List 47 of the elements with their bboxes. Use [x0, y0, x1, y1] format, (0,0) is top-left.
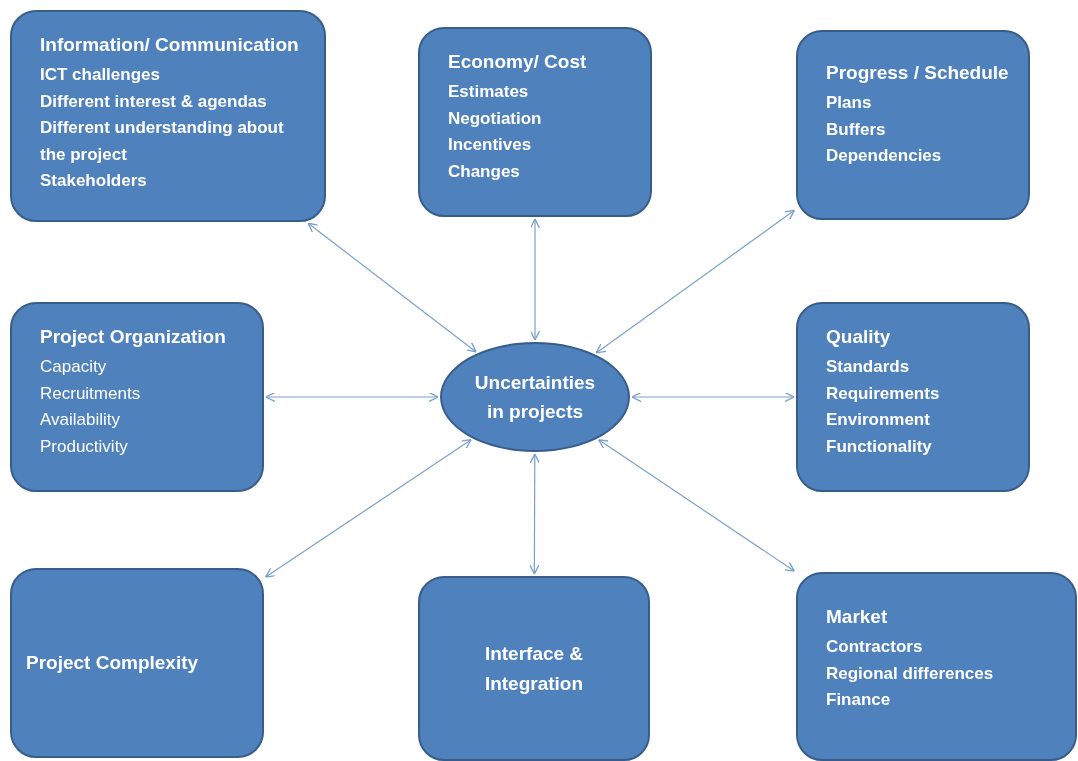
node-title: Quality	[826, 325, 892, 349]
double-arrow	[595, 209, 796, 354]
node-title: Project Complexity	[26, 651, 199, 675]
rounded-box	[796, 30, 1030, 220]
double-arrow	[307, 222, 477, 353]
node-title: Market	[826, 605, 889, 629]
list-item: Stakeholders	[40, 170, 148, 192]
rounded-box	[418, 27, 652, 217]
rounded-box	[418, 576, 650, 761]
list-item: Different interest & agendas	[40, 90, 268, 113]
rounded-box	[796, 302, 1030, 492]
list-item: Changes	[448, 160, 521, 183]
node-title: Progress / Schedule	[826, 61, 1010, 85]
node-title: Interface & Integration	[483, 641, 585, 696]
list-item: Estimates	[448, 81, 530, 103]
list-item: Requirements	[826, 382, 941, 405]
list-item: Finance	[826, 689, 892, 711]
list-item: Buffers	[826, 118, 887, 141]
list-item: Different understanding about the project	[40, 117, 285, 166]
node-title: Economy/ Cost	[448, 50, 588, 74]
node-title: Information/ Communication	[40, 33, 300, 57]
rounded-box	[10, 10, 326, 222]
list-item: Standards	[826, 356, 911, 378]
list-item: Functionality	[826, 435, 933, 458]
list-item: Contractors	[826, 636, 924, 658]
node-title: Uncertainties in projects	[473, 371, 597, 424]
list-item: Dependencies	[826, 145, 943, 167]
double-arrow	[598, 439, 795, 572]
list-item: Productivity	[40, 435, 129, 458]
double-arrow	[529, 218, 541, 341]
list-item: Capacity	[40, 356, 108, 378]
double-arrow	[631, 391, 795, 403]
double-arrow	[265, 391, 439, 403]
list-item: Recruitments	[40, 382, 142, 405]
list-item: Regional differences	[826, 662, 995, 685]
list-item: Negotiation	[448, 107, 543, 130]
list-item: ICT challenges	[40, 64, 161, 86]
node-title: Project Organization	[40, 325, 227, 349]
rounded-box	[796, 572, 1077, 761]
list-item: Incentives	[448, 134, 533, 156]
rounded-box	[10, 568, 264, 758]
list-item: Availability	[40, 409, 121, 431]
double-arrow	[265, 439, 472, 578]
rounded-box	[10, 302, 264, 492]
double-arrow	[529, 453, 540, 575]
list-item: Environment	[826, 409, 931, 431]
list-item: Plans	[826, 92, 873, 114]
